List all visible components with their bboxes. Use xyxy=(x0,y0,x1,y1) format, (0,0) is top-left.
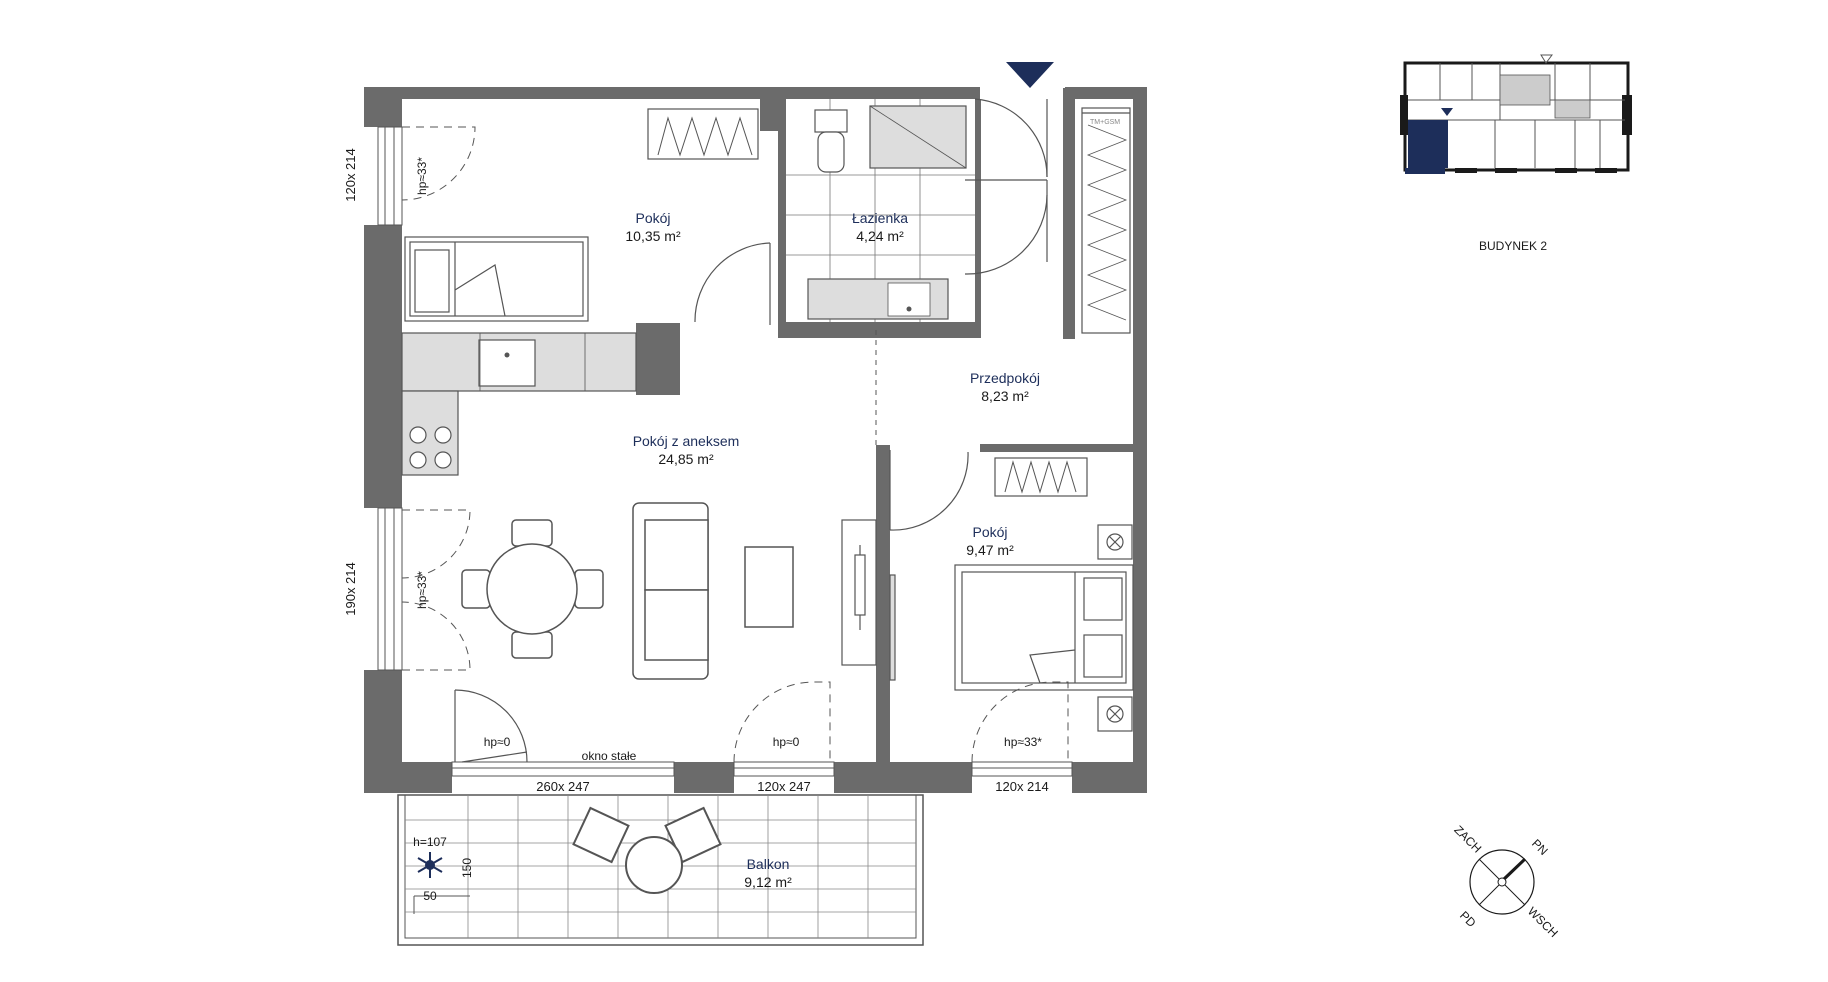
sill-height-left-bottom: hp≈33* xyxy=(415,571,429,609)
window-dim-left-top: 120x 214 xyxy=(343,148,358,202)
wardrobe-pokoj2 xyxy=(994,457,1088,497)
wardrobe-pokoj1 xyxy=(647,108,759,160)
room-name-aneks: Pokój z aneksem xyxy=(633,433,740,449)
balcony-dim-50: 50 xyxy=(423,889,437,903)
wardrobe-tag: TM+GSM xyxy=(1090,119,1120,126)
vent-icon xyxy=(1106,705,1124,723)
compass-rose-icon xyxy=(1469,849,1535,915)
compass-label-sw: PD xyxy=(1457,908,1479,930)
compass-label-se: WSCH xyxy=(1525,904,1561,940)
compass-label-nw: ZACH xyxy=(1451,823,1484,856)
entrance-triangle-icon xyxy=(1006,62,1054,88)
key-plan xyxy=(1400,54,1632,174)
interior-doors xyxy=(694,98,1048,531)
vent-icon xyxy=(1106,533,1124,551)
snowflake-icon xyxy=(417,852,443,878)
compass-label-ne: PN xyxy=(1529,836,1551,858)
sill-height-bottom-2: hp≈0 xyxy=(773,735,800,749)
bed-pokoj1 xyxy=(404,236,589,322)
sill-height-left-top: hp≈33* xyxy=(415,157,429,195)
room-area-aneks: 24,85 m² xyxy=(658,451,714,467)
fixed-window-label: okno stałe xyxy=(582,749,637,763)
room-name-pokoj2: Pokój xyxy=(972,524,1007,540)
building-label: BUDYNEK 2 xyxy=(1479,239,1547,253)
bed-pokoj2 xyxy=(954,524,1134,732)
kitchen xyxy=(401,332,637,476)
sofa xyxy=(632,502,794,680)
walls xyxy=(364,87,1147,793)
window-dim-bottom-2: 120x 247 xyxy=(757,779,811,794)
wardrobe-hall: TM+GSM xyxy=(1081,107,1131,334)
room-area-przedpokoj: 8,23 m² xyxy=(981,388,1029,404)
window-dim-bottom-3: 120x 214 xyxy=(995,779,1049,794)
room-name-pokoj1: Pokój xyxy=(635,210,670,226)
balcony-door xyxy=(454,689,528,763)
bathroom xyxy=(786,99,975,322)
room-area-pokoj1: 10,35 m² xyxy=(625,228,681,244)
balcony-height: h=107 xyxy=(413,835,447,849)
tv-unit xyxy=(841,519,896,681)
sill-height-bottom-1: hp≈0 xyxy=(484,735,511,749)
room-area-balkon: 9,12 m² xyxy=(744,874,792,890)
dining-set xyxy=(461,519,604,659)
room-name-przedpokoj: Przedpokój xyxy=(970,370,1040,386)
room-name-balkon: Balkon xyxy=(747,856,790,872)
windows xyxy=(377,126,1073,777)
room-area-pokoj2: 9,47 m² xyxy=(966,542,1014,558)
balcony-dim-150: 150 xyxy=(460,858,474,878)
key-plan-highlight xyxy=(1408,120,1448,168)
window-dim-bottom-1: 260x 247 xyxy=(536,779,590,794)
room-name-lazienka: Łazienka xyxy=(852,210,908,226)
window-dim-left-bottom: 190x 214 xyxy=(343,562,358,616)
window-swings xyxy=(401,126,1069,763)
room-area-lazienka: 4,24 m² xyxy=(856,228,904,244)
sill-height-bottom-3: hp≈33* xyxy=(1004,735,1042,749)
balcony xyxy=(397,794,924,946)
